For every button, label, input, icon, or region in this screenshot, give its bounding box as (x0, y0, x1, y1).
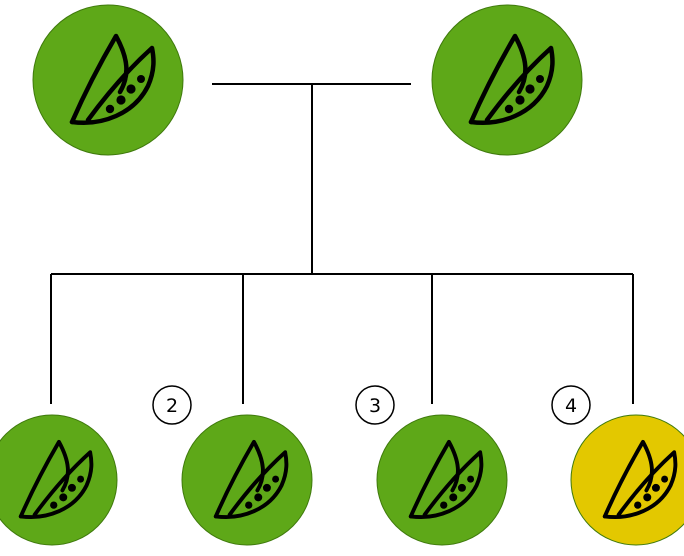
offspring-label-3: 3 (355, 385, 395, 425)
offspring-1-circle (0, 414, 118, 546)
connector-lines (50, 83, 634, 404)
parent-right (431, 4, 583, 156)
offspring-number: 4 (565, 395, 577, 417)
offspring-2 (181, 414, 313, 546)
offspring-3-circle (376, 414, 508, 546)
offspring-1 (0, 414, 118, 546)
offspring-label-2: 2 (152, 385, 192, 425)
offspring-number: 2 (166, 395, 178, 417)
parent-left (32, 4, 184, 156)
offspring-2-circle (181, 414, 313, 546)
offspring-4-circle (570, 414, 684, 546)
offspring-4 (570, 414, 684, 546)
offspring-number: 3 (369, 395, 381, 417)
parent-left-circle (32, 4, 184, 156)
offspring-3 (376, 414, 508, 546)
offspring-label-4: 4 (551, 385, 591, 425)
parent-right-circle (431, 4, 583, 156)
